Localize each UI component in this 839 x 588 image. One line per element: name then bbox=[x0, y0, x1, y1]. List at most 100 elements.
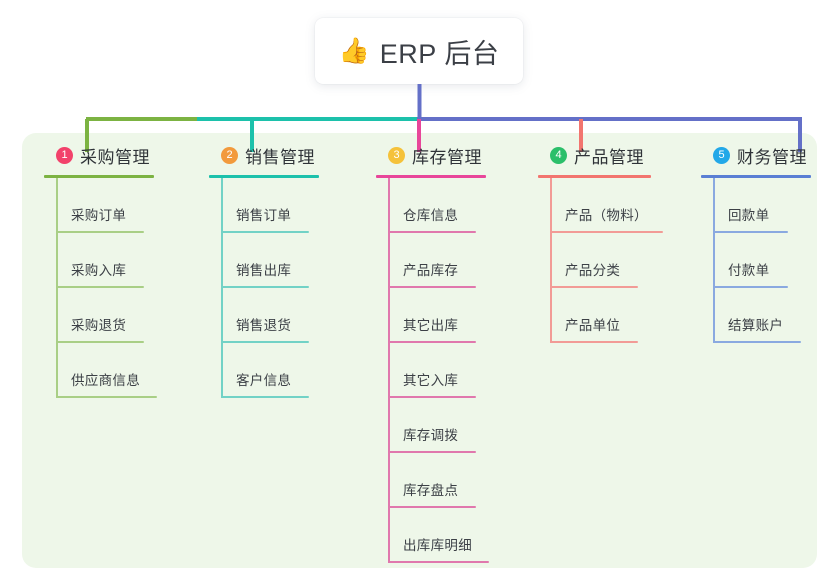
column-product: 4 产品管理 产品（物料） 产品分类 产品单位 bbox=[532, 142, 702, 343]
list-item[interactable]: 产品（物料） bbox=[550, 178, 702, 233]
list-item[interactable]: 库存调拨 bbox=[388, 398, 530, 453]
column-finance: 5 财务管理 回款单 付款单 结算账户 bbox=[695, 142, 839, 343]
column-header-3[interactable]: 3 库存管理 bbox=[370, 142, 530, 168]
item-label: 销售订单 bbox=[236, 208, 292, 223]
column-title-3: 库存管理 bbox=[412, 147, 482, 167]
list-item[interactable]: 仓库信息 bbox=[388, 178, 530, 233]
item-rule bbox=[56, 396, 157, 398]
item-label: 结算账户 bbox=[728, 318, 784, 333]
item-rule bbox=[550, 231, 663, 233]
item-rule bbox=[388, 396, 476, 398]
column-sales: 2 销售管理 销售订单 销售出库 销售退货 客户信息 bbox=[203, 142, 353, 398]
item-rule bbox=[221, 396, 309, 398]
column-items-5: 回款单 付款单 结算账户 bbox=[695, 178, 839, 343]
column-badge-3: 3 bbox=[388, 146, 405, 164]
diagram-panel bbox=[22, 133, 817, 568]
column-spine-2 bbox=[221, 178, 223, 398]
item-label: 出库库明细 bbox=[403, 538, 472, 553]
item-rule bbox=[221, 286, 309, 288]
list-item[interactable]: 付款单 bbox=[713, 233, 839, 288]
root-node-card[interactable]: 👍 ERP 后台 bbox=[315, 18, 523, 84]
item-rule bbox=[56, 341, 144, 343]
list-item[interactable]: 采购订单 bbox=[56, 178, 188, 233]
item-label: 采购退货 bbox=[71, 318, 127, 333]
list-item[interactable]: 产品分类 bbox=[550, 233, 702, 288]
item-rule bbox=[713, 341, 801, 343]
column-badge-2: 2 bbox=[221, 146, 238, 164]
column-title-4: 产品管理 bbox=[574, 147, 644, 167]
list-item[interactable]: 结算账户 bbox=[713, 288, 839, 343]
item-rule bbox=[221, 231, 309, 233]
list-item[interactable]: 客户信息 bbox=[221, 343, 353, 398]
item-label: 库存调拨 bbox=[403, 428, 459, 443]
list-item[interactable]: 其它出库 bbox=[388, 288, 530, 343]
item-label: 销售出库 bbox=[236, 263, 292, 278]
item-rule bbox=[388, 286, 476, 288]
list-item[interactable]: 产品库存 bbox=[388, 233, 530, 288]
item-rule bbox=[713, 286, 788, 288]
list-item[interactable]: 销售订单 bbox=[221, 178, 353, 233]
column-inventory: 3 库存管理 仓库信息 产品库存 其它出库 其它入库 库存调拨 bbox=[370, 142, 530, 563]
column-badge-4: 4 bbox=[550, 146, 567, 164]
item-rule bbox=[550, 341, 638, 343]
list-item[interactable]: 库存盘点 bbox=[388, 453, 530, 508]
column-rule-2 bbox=[209, 175, 319, 178]
item-label: 采购订单 bbox=[71, 208, 127, 223]
item-rule bbox=[388, 561, 489, 563]
column-spine-4 bbox=[550, 178, 552, 343]
item-label: 销售退货 bbox=[236, 318, 292, 333]
list-item[interactable]: 销售出库 bbox=[221, 233, 353, 288]
item-label: 产品分类 bbox=[565, 263, 621, 278]
item-label: 供应商信息 bbox=[71, 373, 140, 388]
column-title-5: 财务管理 bbox=[737, 147, 807, 167]
item-label: 其它入库 bbox=[403, 373, 459, 388]
column-rule-4 bbox=[538, 175, 651, 178]
item-label: 产品单位 bbox=[565, 318, 621, 333]
column-rule-5 bbox=[701, 175, 811, 178]
column-items-4: 产品（物料） 产品分类 产品单位 bbox=[532, 178, 702, 343]
column-header-5[interactable]: 5 财务管理 bbox=[695, 142, 839, 168]
column-header-4[interactable]: 4 产品管理 bbox=[532, 142, 702, 168]
item-rule bbox=[388, 341, 476, 343]
column-items-2: 销售订单 销售出库 销售退货 客户信息 bbox=[203, 178, 353, 398]
column-header-2[interactable]: 2 销售管理 bbox=[203, 142, 353, 168]
item-rule bbox=[221, 341, 309, 343]
column-items-3: 仓库信息 产品库存 其它出库 其它入库 库存调拨 库存盘点 bbox=[370, 178, 530, 563]
column-spine-1 bbox=[56, 178, 58, 398]
item-label: 库存盘点 bbox=[403, 483, 459, 498]
list-item[interactable]: 销售退货 bbox=[221, 288, 353, 343]
list-item[interactable]: 其它入库 bbox=[388, 343, 530, 398]
item-label: 客户信息 bbox=[236, 373, 292, 388]
list-item[interactable]: 采购入库 bbox=[56, 233, 188, 288]
item-rule bbox=[388, 451, 476, 453]
column-rule-1 bbox=[44, 175, 154, 178]
item-rule bbox=[388, 231, 476, 233]
item-rule bbox=[388, 506, 476, 508]
column-badge-1: 1 bbox=[56, 146, 73, 164]
list-item[interactable]: 回款单 bbox=[713, 178, 839, 233]
item-rule bbox=[56, 286, 144, 288]
item-rule bbox=[550, 286, 638, 288]
column-purchasing: 1 采购管理 采购订单 采购入库 采购退货 供应商信息 bbox=[38, 142, 188, 398]
list-item[interactable]: 出库库明细 bbox=[388, 508, 530, 563]
column-spine-5 bbox=[713, 178, 715, 343]
list-item[interactable]: 产品单位 bbox=[550, 288, 702, 343]
item-label: 仓库信息 bbox=[403, 208, 459, 223]
item-label: 其它出库 bbox=[403, 318, 459, 333]
column-spine-3 bbox=[388, 178, 390, 563]
item-rule bbox=[56, 231, 144, 233]
item-label: 采购入库 bbox=[71, 263, 127, 278]
list-item[interactable]: 采购退货 bbox=[56, 288, 188, 343]
column-rule-3 bbox=[376, 175, 486, 178]
item-label: 付款单 bbox=[728, 263, 770, 278]
column-badge-5: 5 bbox=[713, 146, 730, 164]
item-label: 产品库存 bbox=[403, 263, 459, 278]
column-items-1: 采购订单 采购入库 采购退货 供应商信息 bbox=[38, 178, 188, 398]
list-item[interactable]: 供应商信息 bbox=[56, 343, 188, 398]
column-header-1[interactable]: 1 采购管理 bbox=[38, 142, 188, 168]
item-rule bbox=[713, 231, 788, 233]
thumbs-up-icon: 👍 bbox=[338, 36, 370, 65]
root-node-title: ERP 后台 bbox=[379, 38, 500, 69]
column-title-2: 销售管理 bbox=[245, 147, 315, 167]
